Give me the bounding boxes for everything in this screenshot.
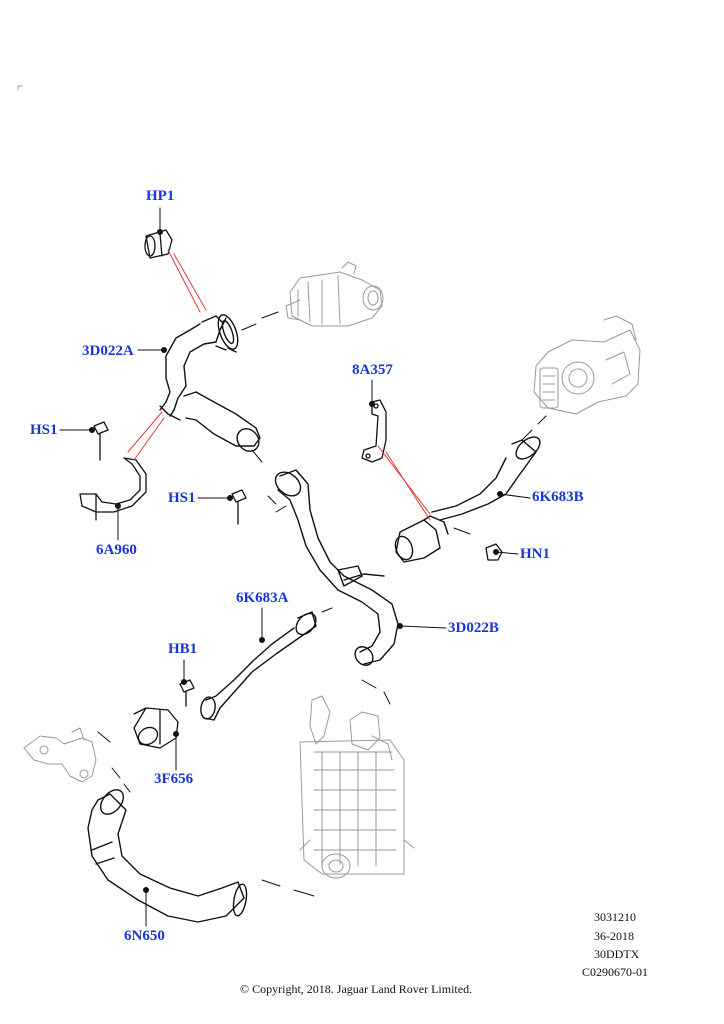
callout-hs1-mid[interactable]: HS1 [168, 490, 196, 506]
callout-6a960[interactable]: 6A960 [96, 542, 137, 558]
red-leader-lines [127, 249, 431, 521]
ref-line-2: 36-2018 [594, 929, 634, 943]
ref-line-3: 30DDTX [594, 947, 640, 961]
pipe-3d022b[interactable] [271, 467, 399, 668]
ghost-throttle-body [285, 261, 384, 327]
callout-3f656[interactable]: 3F656 [154, 771, 194, 787]
copyright-notice: © Copyright, 2018. Jaguar Land Rover Lim… [240, 982, 473, 996]
corner-mark [17, 85, 23, 91]
callout-6n650[interactable]: 6N650 [124, 928, 165, 944]
ref-line-1: 3031210 [594, 910, 636, 924]
pipe-6n650[interactable] [87, 785, 249, 923]
connector-3f656[interactable] [133, 707, 179, 749]
pipe-6k683b[interactable] [392, 433, 543, 563]
pipe-6k683a[interactable] [199, 610, 320, 721]
callout-8a357[interactable]: 8A357 [352, 362, 393, 378]
pipe-3d022a[interactable] [159, 312, 263, 455]
hn1-nut[interactable] [485, 543, 503, 561]
callout-3d022b[interactable]: 3D022B [448, 620, 499, 636]
callout-3d022a[interactable]: 3D022A [82, 343, 134, 359]
ghost-intercooler [299, 695, 415, 879]
callout-hb1[interactable]: HB1 [168, 641, 198, 657]
callout-hs1-left[interactable]: HS1 [30, 422, 58, 438]
hs1-bolt-mid[interactable] [231, 489, 247, 525]
callout-leaders [59, 207, 531, 927]
ref-line-4: C0290670-01 [582, 965, 648, 979]
heat-shield-6a960[interactable] [79, 457, 147, 521]
callout-hp1[interactable]: HP1 [146, 188, 175, 204]
connection-lines [97, 311, 547, 897]
callout-hn1[interactable]: HN1 [520, 546, 550, 562]
callout-6k683a[interactable]: 6K683A [236, 590, 289, 606]
ghost-turbocharger [533, 315, 641, 415]
callout-6k683b[interactable]: 6K683B [532, 489, 584, 505]
bracket-8a357[interactable] [361, 399, 387, 463]
ghost-bracket [23, 727, 97, 783]
hs1-bolt-left[interactable] [93, 421, 109, 461]
